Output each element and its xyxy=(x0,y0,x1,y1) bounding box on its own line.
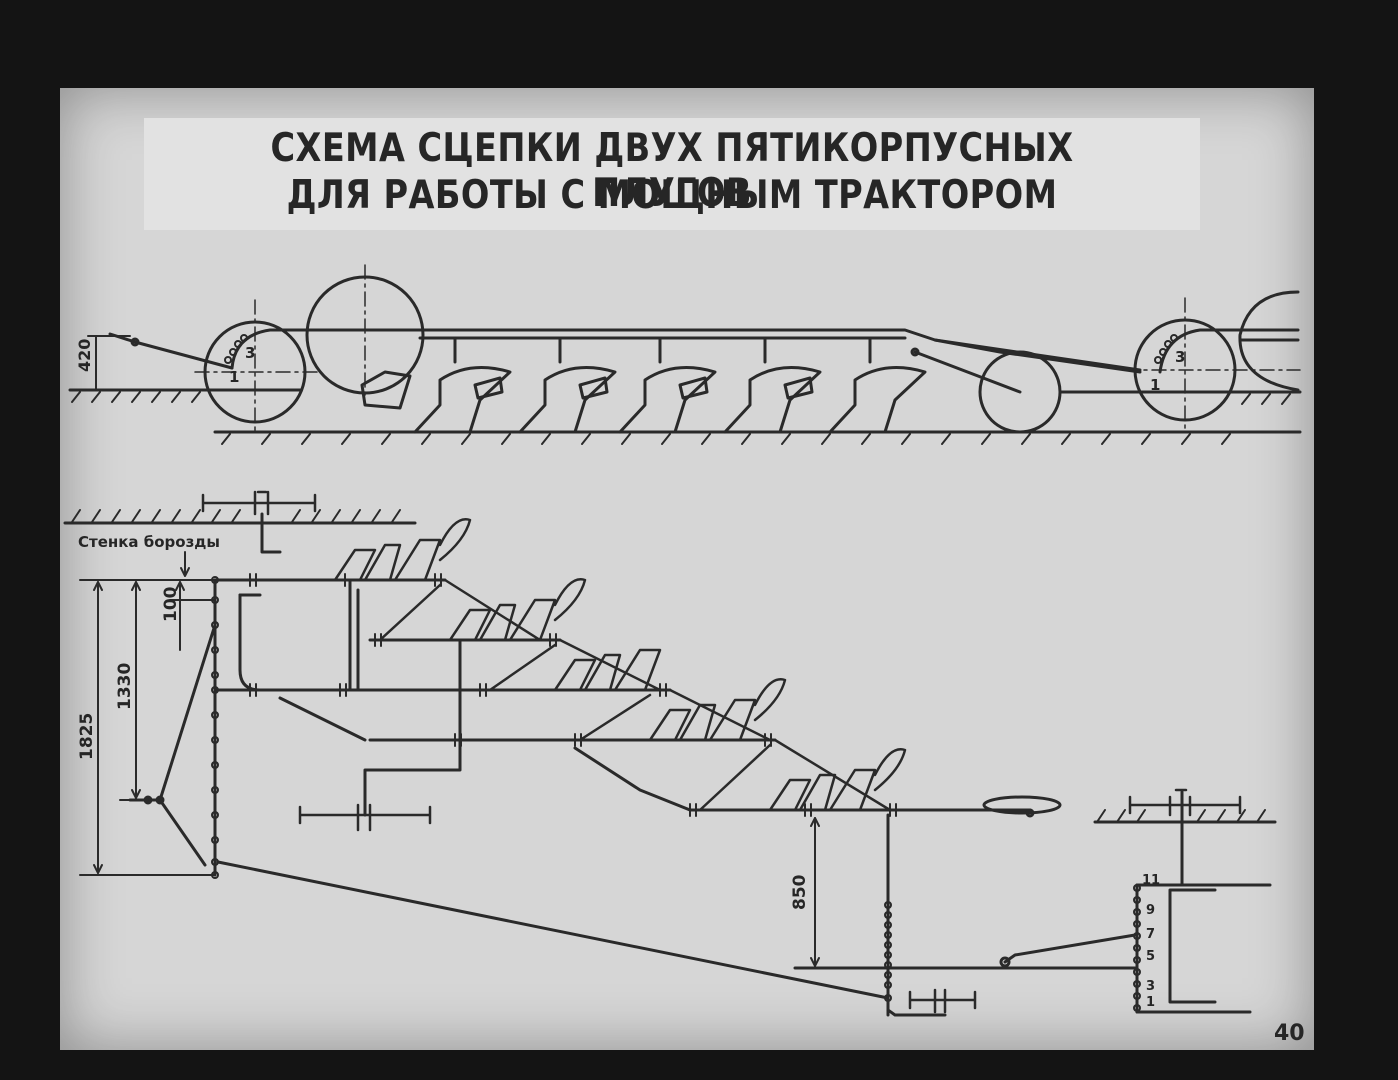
rear-link-pin xyxy=(910,347,920,357)
side-view: 420 3 1 xyxy=(68,264,1302,445)
tractor-link-down xyxy=(260,512,282,554)
rear-furrow-wheel xyxy=(978,350,1062,434)
dim-420-label: 420 xyxy=(75,339,94,372)
rear-wheel-link xyxy=(913,350,1022,394)
hitch-hole-7: 7 xyxy=(1146,927,1155,942)
middle-bar-foot xyxy=(886,1008,947,1017)
dim-100-label: 100 xyxy=(161,586,181,622)
slide: СХЕМА СЦЕПКИ ДВУХ ПЯТИКОРПУСНЫХ ПЛУГОВ Д… xyxy=(60,88,1314,1050)
title-panel: СХЕМА СЦЕПКИ ДВУХ ПЯТИКОРПУСНЫХ ПЛУГОВ Д… xyxy=(144,118,1200,230)
brace-link-pin xyxy=(999,956,1011,968)
brace-link xyxy=(1003,933,1137,964)
plan-view: Стенка борозды xyxy=(63,490,1277,1017)
plow-bodies-side xyxy=(360,336,927,434)
hitch-triangle-pin-2 xyxy=(155,795,165,805)
drawbar-front xyxy=(108,332,234,370)
first-plow-frame xyxy=(213,578,1032,817)
dim-1825-label: 1825 xyxy=(77,713,97,760)
dim-1330-label: 1330 xyxy=(115,663,135,710)
hitch-hole-3-rear: 3 xyxy=(1175,348,1185,366)
title-line-1: СХЕМА СЦЕПКИ ДВУХ ПЯТИКОРПУСНЫХ ПЛУГОВ xyxy=(270,126,1074,216)
body-struts xyxy=(378,578,892,812)
hitch-hole-1-front: 1 xyxy=(229,368,239,386)
soil-hatching xyxy=(71,391,1291,445)
track-symbol-top xyxy=(201,490,317,516)
hitch-hole-1-rear: 1 xyxy=(1150,376,1160,394)
rear-wheel-pin xyxy=(1025,808,1035,818)
plow-bodies-plan xyxy=(333,518,907,812)
hitch-chain-middle xyxy=(884,901,892,1002)
track-symbol-right xyxy=(1128,788,1242,817)
rear-wheel-plan xyxy=(982,795,1062,815)
hitch-chain-left xyxy=(211,576,219,879)
hitch-holes-rear xyxy=(1154,334,1178,364)
dim-850-label: 850 xyxy=(790,874,810,910)
hitch-pin-front xyxy=(130,337,140,347)
dimension-lines xyxy=(79,579,820,967)
slide-number: 40 xyxy=(1274,1021,1305,1046)
hitch-hole-11: 11 xyxy=(1142,873,1160,888)
rear-drawbar xyxy=(933,338,1142,374)
furrow-wall-arrow xyxy=(180,551,190,577)
title-line-2: ДЛЯ РАБОТЫ С МОЩНЫМ ТРАКТОРОМ xyxy=(286,173,1058,218)
track-symbol-bottom xyxy=(908,988,977,1014)
field-hatching-left xyxy=(71,509,401,523)
long-tie-bar xyxy=(216,860,890,1000)
hitch-holes-front xyxy=(224,334,248,364)
hitch-hole-labels: 11 9 7 5 3 1 xyxy=(1142,873,1160,1010)
field-hatching-right xyxy=(1096,809,1266,823)
furrow-wall-label: Стенка борозды xyxy=(78,533,220,551)
hitch-hole-9: 9 xyxy=(1146,903,1155,918)
hitch-hole-1: 1 xyxy=(1146,995,1155,1010)
hitch-hole-3-front: 3 xyxy=(245,344,255,362)
hitch-hole-3: 3 xyxy=(1146,979,1155,994)
track-symbol-middle xyxy=(298,803,432,832)
plow-frame-beam xyxy=(308,328,1142,372)
hitch-triangle xyxy=(128,623,217,867)
hitch-hole-5: 5 xyxy=(1146,949,1155,964)
hitch-chain-right xyxy=(1133,884,1141,1012)
second-plow-frame xyxy=(1135,883,1272,1014)
second-land-wheel xyxy=(1238,290,1300,392)
